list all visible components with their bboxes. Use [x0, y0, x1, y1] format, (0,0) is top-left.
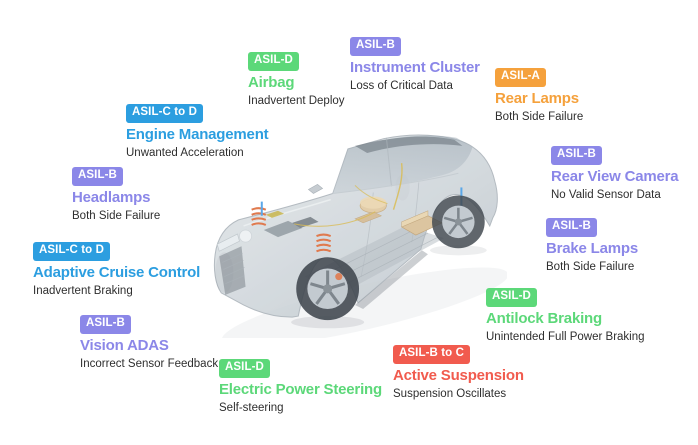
label-brake-lamps: ASIL-B Brake Lamps Both Side Failure: [546, 216, 638, 274]
label-antilock-braking: ASIL-D Antilock Braking Unintended Full …: [486, 286, 645, 344]
label-rear-lamps: ASIL-A Rear Lamps Both Side Failure: [495, 66, 583, 124]
label-subtitle: Both Side Failure: [72, 209, 161, 222]
label-title: Instrument Cluster: [350, 58, 480, 76]
car-ground-shadow: [221, 245, 507, 338]
car-brake-caliper: [335, 273, 343, 281]
car-rear-wheel: [432, 195, 485, 249]
car-greenhouse: [307, 135, 473, 195]
car-mid-coil-spring: [316, 233, 332, 253]
car-grille: [219, 246, 246, 295]
asil-badge: ASIL-B: [72, 167, 123, 186]
label-vision-adas: ASIL-B Vision ADAS Incorrect Sensor Feed…: [80, 313, 218, 371]
label-subtitle: No Valid Sensor Data: [551, 188, 661, 201]
label-subtitle: Loss of Critical Data: [350, 79, 453, 92]
asil-badge: ASIL-C to D: [33, 242, 110, 261]
label-title: Adaptive Cruise Control: [33, 263, 201, 281]
asil-badge: ASIL-D: [219, 359, 270, 378]
label-electric-power-steering: ASIL-D Electric Power Steering Self-stee…: [219, 357, 382, 415]
label-title: Brake Lamps: [546, 239, 639, 257]
label-active-suspension: ASIL-B to C Active Suspension Suspension…: [393, 343, 524, 401]
label-title: Rear Lamps: [495, 89, 579, 107]
asil-badge: ASIL-A: [495, 68, 546, 87]
asil-badge: ASIL-B: [546, 218, 597, 237]
label-subtitle: Self-steering: [219, 401, 284, 414]
asil-badge: ASIL-B: [551, 146, 602, 165]
label-subtitle: Incorrect Sensor Feedback: [80, 357, 219, 370]
label-title: Headlamps: [72, 188, 151, 206]
label-title: Antilock Braking: [486, 309, 602, 327]
label-subtitle: Both Side Failure: [546, 260, 635, 273]
asil-badge: ASIL-D: [248, 52, 299, 71]
asil-badge: ASIL-B: [80, 315, 131, 334]
car-wiring-harness: [392, 163, 403, 210]
car-illustration: [203, 124, 507, 338]
car-front-wheel: [296, 257, 360, 321]
asil-badge: ASIL-D: [486, 288, 537, 307]
label-subtitle: Inadvertent Braking: [33, 284, 133, 297]
asil-badge: ASIL-B to C: [393, 345, 470, 364]
label-engine-management: ASIL-C to D Engine Management Unwanted A…: [126, 102, 269, 160]
car-front-coil-spring: [251, 207, 267, 226]
label-rear-view-camera: ASIL-B Rear View Camera No Valid Sensor …: [551, 144, 679, 202]
label-subtitle: Unintended Full Power Braking: [486, 330, 645, 343]
label-subtitle: Unwanted Acceleration: [126, 146, 244, 159]
car-engine-components: [239, 163, 463, 253]
car-headlight: [216, 233, 240, 252]
label-instrument-cluster: ASIL-B Instrument Cluster Loss of Critic…: [350, 35, 480, 93]
car-battery-pack: [354, 196, 443, 236]
transparent-cutaway-suv-icon: [213, 134, 507, 338]
label-title: Active Suspension: [393, 366, 524, 384]
asil-badge: ASIL-B: [350, 37, 401, 56]
label-subtitle: Both Side Failure: [495, 110, 584, 123]
label-adaptive-cruise-control: ASIL-C to D Adaptive Cruise Control Inad…: [33, 240, 200, 298]
label-headlamps: ASIL-B Headlamps Both Side Failure: [72, 165, 160, 223]
label-title: Rear View Camera: [551, 167, 679, 185]
car-sunroof: [355, 136, 463, 153]
label-subtitle: Suspension Oscillates: [393, 387, 507, 400]
asil-badge: ASIL-C to D: [126, 104, 203, 123]
label-title: Electric Power Steering: [219, 380, 382, 398]
car-mirror: [307, 184, 324, 194]
label-subtitle: Inadvertent Deploy: [248, 94, 345, 107]
car-front-fascia: [216, 233, 246, 295]
label-airbag: ASIL-D Airbag Inadvertent Deploy: [248, 50, 345, 108]
label-title: Vision ADAS: [80, 336, 169, 354]
label-title: Engine Management: [126, 125, 269, 143]
label-title: Airbag: [248, 73, 295, 91]
